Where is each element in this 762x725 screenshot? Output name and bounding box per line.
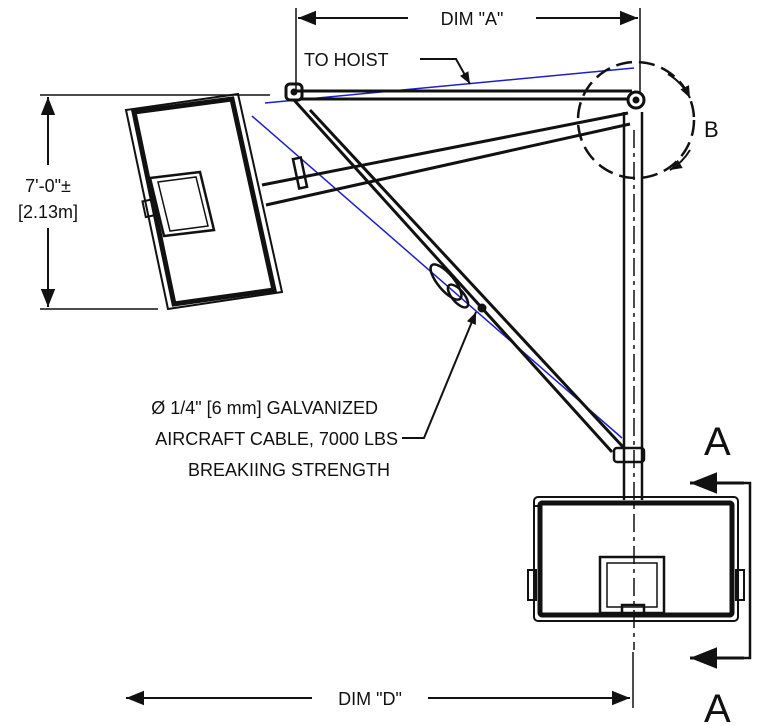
to-hoist-callout: TO HOIST <box>304 50 471 85</box>
detail-b: B <box>576 60 719 180</box>
to-hoist-label: TO HOIST <box>304 50 389 70</box>
dim-a-label: DIM "A" <box>441 9 504 29</box>
section-a-marker: A A <box>690 420 752 725</box>
cable-spec-line-1: Ø 1/4" [6 mm] GALVANIZED <box>151 398 378 418</box>
lowered-backboard <box>527 496 745 622</box>
top-boom <box>284 82 632 102</box>
cable-spec-line-3: BREAKIING STRENGTH <box>188 460 390 480</box>
dimension-a: DIM "A" <box>295 8 641 92</box>
front-strut <box>261 111 631 207</box>
raised-backboard <box>124 92 284 311</box>
section-a-top-label: A <box>704 420 731 464</box>
cable-spec-line-2: AIRCRAFT CABLE, 7000 LBS <box>155 429 398 449</box>
height-metric-label: [2.13m] <box>18 202 78 222</box>
dimension-d: DIM "D" <box>126 689 630 709</box>
height-label: 7'-0"± <box>25 176 71 196</box>
detail-b-label: B <box>704 117 719 142</box>
dim-d-label: DIM "D" <box>338 689 402 709</box>
section-a-bottom-label: A <box>704 687 731 725</box>
cable-callout: Ø 1/4" [6 mm] GALVANIZED AIRCRAFT CABLE,… <box>151 311 477 480</box>
cables <box>251 67 635 439</box>
diagonal-brace <box>292 98 626 454</box>
